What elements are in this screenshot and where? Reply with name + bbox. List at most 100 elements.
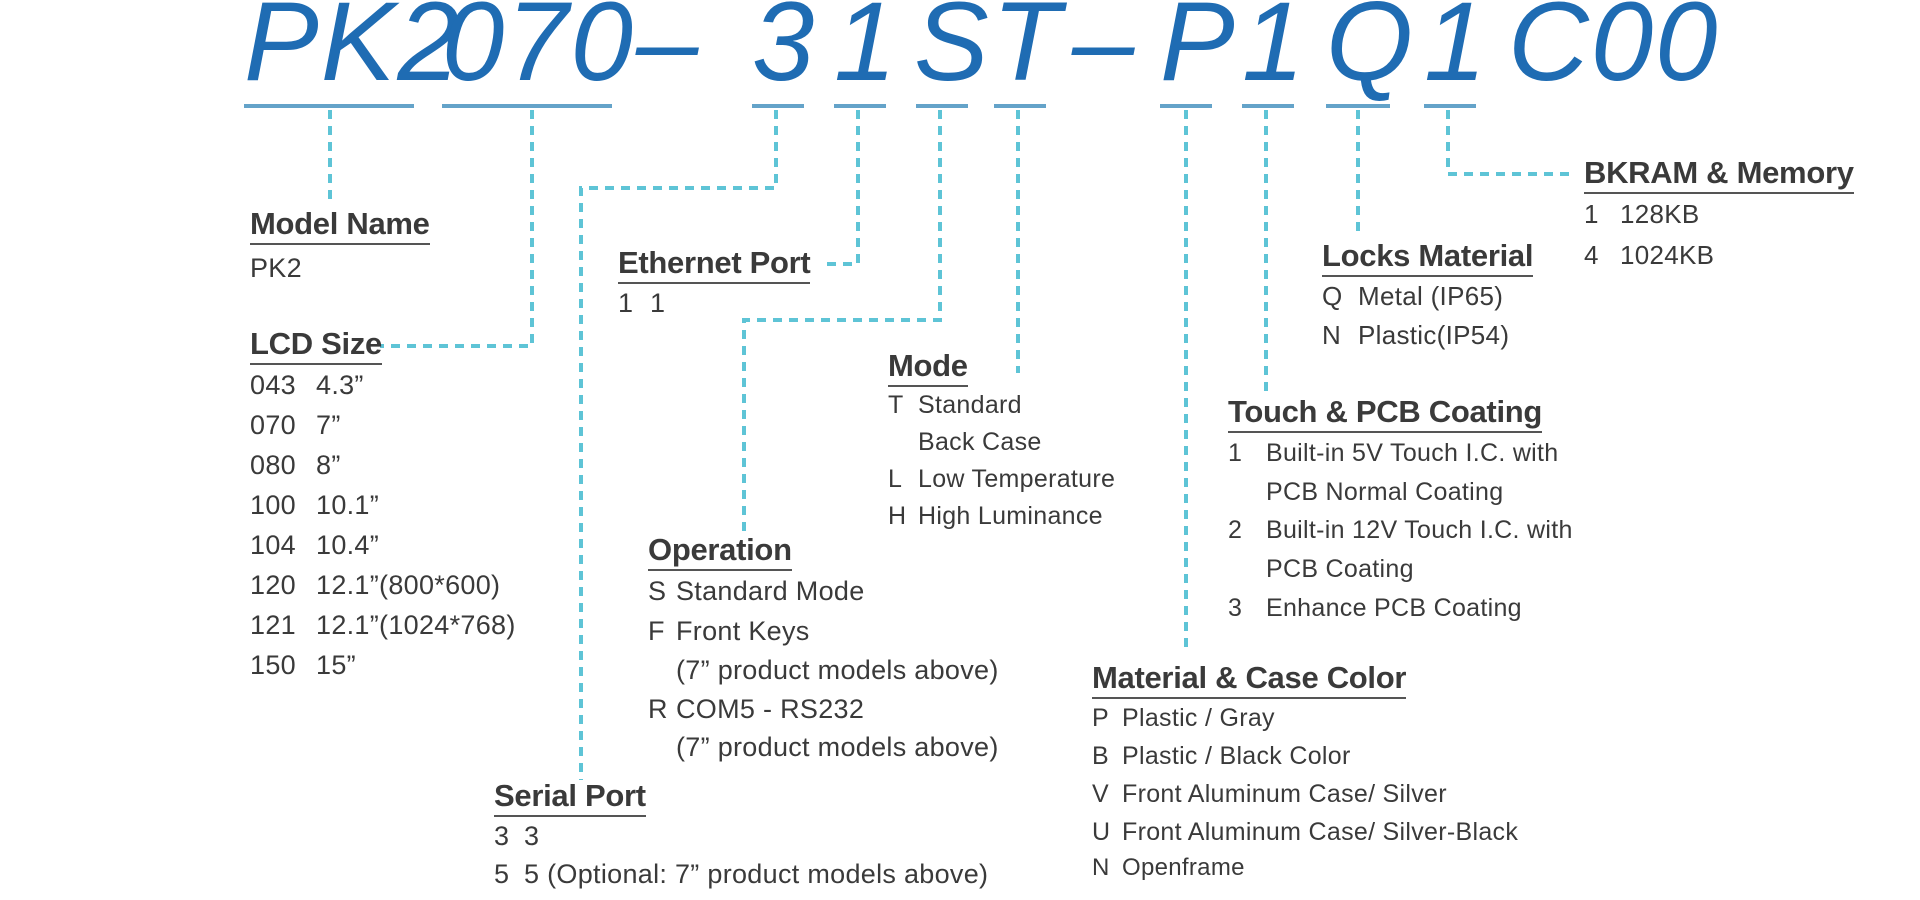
code-underline — [244, 104, 414, 108]
code-dash: – — [636, 0, 701, 104]
code-underline — [1326, 104, 1390, 108]
option-row: H High Luminance — [888, 498, 1115, 535]
option-row: S Standard Mode — [648, 571, 999, 611]
option-row: 3 Enhance PCB Coating — [1228, 588, 1573, 628]
option-row: (7” product models above) — [648, 651, 999, 689]
code-material-case-color: P — [1160, 0, 1237, 104]
option-code: 043 — [250, 370, 296, 400]
code-serial-port: 3 — [752, 0, 817, 104]
option-desc: 12.1”(800*600) — [316, 570, 501, 600]
option-row: U Front Aluminum Case/ Silver-Black — [1092, 813, 1518, 851]
option-code: 121 — [250, 610, 296, 640]
option-desc: Built-in 12V Touch I.C. with — [1266, 516, 1573, 544]
option-desc: 4.3” — [316, 370, 364, 400]
section-locks-material: Locks Material Q Metal (IP65) N Plastic(… — [1322, 238, 1533, 355]
option-row: 120 12.1”(800*600) — [250, 565, 516, 605]
section-title: Locks Material — [1322, 238, 1533, 277]
option-row: V Front Aluminum Case/ Silver — [1092, 775, 1518, 813]
option-desc: Plastic(IP54) — [1358, 320, 1510, 350]
option-desc: Built-in 5V Touch I.C. with — [1266, 439, 1559, 467]
option-row: 1 Built-in 5V Touch I.C. with — [1228, 433, 1573, 473]
connector-bkram-memory — [1446, 110, 1576, 176]
option-desc: Standard — [918, 391, 1022, 419]
option-desc: Front Aluminum Case/ Silver — [1122, 780, 1447, 808]
code-underline — [916, 104, 968, 108]
option-code: 080 — [250, 450, 296, 480]
option-code: N — [1092, 854, 1110, 881]
option-row: P Plastic / Gray — [1092, 699, 1518, 737]
option-code: 1 — [618, 288, 634, 318]
option-code: 100 — [250, 490, 296, 520]
option-code: 5 — [494, 859, 510, 889]
option-row: L Low Temperature — [888, 461, 1115, 498]
option-desc: Standard Mode — [676, 576, 865, 606]
option-row: Back Case — [888, 424, 1115, 461]
option-code: 1 — [1584, 199, 1599, 229]
option-row: N Plastic(IP54) — [1322, 316, 1533, 355]
option-row: 5 5 (Optional: 7” product models above) — [494, 855, 988, 893]
option-code — [1228, 550, 1266, 588]
option-desc: Back Case — [918, 428, 1042, 456]
option-code — [1228, 473, 1266, 511]
option-code: 3 — [1228, 594, 1243, 622]
option-desc: (7” product models above) — [676, 732, 999, 762]
section-title: Material & Case Color — [1092, 660, 1406, 699]
option-code: 120 — [250, 570, 296, 600]
code-underline — [834, 104, 886, 108]
section-touch-pcb-coating: Touch & PCB Coating 1 Built-in 5V Touch … — [1228, 394, 1573, 628]
option-desc: 1024KB — [1620, 240, 1715, 270]
option-code: H — [888, 502, 907, 530]
option-desc: Front Aluminum Case/ Silver-Black — [1122, 818, 1519, 846]
option-desc: 128KB — [1620, 199, 1700, 229]
option-code — [648, 651, 676, 689]
option-row: 2 Built-in 12V Touch I.C. with — [1228, 511, 1573, 550]
section-model-name: Model Name PK2 — [250, 206, 430, 287]
option-desc: 5 (Optional: 7” product models above) — [524, 859, 989, 889]
option-row: 080 8” — [250, 445, 516, 485]
section-title: BKRAM & Memory — [1584, 155, 1854, 194]
option-row: PCB Normal Coating — [1228, 473, 1573, 511]
option-desc: 10.1” — [316, 490, 380, 520]
option-code: 2 — [1228, 516, 1243, 544]
section-title: Serial Port — [494, 778, 646, 817]
option-row: 3 3 — [494, 817, 988, 855]
connector-lcd-size — [380, 110, 534, 348]
code-dash: – — [1072, 0, 1137, 104]
option-code: R — [648, 694, 668, 724]
option-desc: 12.1”(1024*768) — [316, 610, 516, 640]
option-row: PK2 — [250, 249, 430, 287]
option-code: N — [1322, 320, 1342, 350]
option-desc: (7” product models above) — [676, 655, 999, 685]
option-desc: High Luminance — [918, 502, 1103, 530]
option-code: V — [1092, 780, 1109, 808]
option-code: 3 — [494, 821, 510, 851]
option-code — [648, 729, 676, 765]
section-title: Model Name — [250, 206, 430, 245]
option-desc: Enhance PCB Coating — [1266, 594, 1522, 622]
code-underline — [1160, 104, 1212, 108]
option-code: U — [1092, 818, 1111, 846]
section-serial-port: Serial Port 3 3 5 5 (Optional: 7” produc… — [494, 778, 988, 893]
option-code: 070 — [250, 410, 296, 440]
option-row: PCB Coating — [1228, 550, 1573, 588]
option-row: 043 4.3” — [250, 365, 516, 405]
option-desc: Metal (IP65) — [1358, 281, 1504, 311]
option-row: B Plastic / Black Color — [1092, 737, 1518, 775]
option-row: N Openframe — [1092, 851, 1518, 885]
code-underline — [442, 104, 612, 108]
section-mode: Mode T Standard Back Case L Low Temperat… — [888, 348, 1115, 535]
option-row: 070 7” — [250, 405, 516, 445]
option-desc: 1 — [650, 288, 666, 318]
option-code: 104 — [250, 530, 296, 560]
connector-ethernet-port — [823, 110, 860, 266]
section-material-case-color: Material & Case Color P Plastic / Gray B… — [1092, 660, 1518, 885]
option-row: F Front Keys — [648, 611, 999, 651]
option-code: F — [648, 616, 665, 646]
option-code: 4 — [1584, 240, 1599, 270]
connector-operation — [742, 110, 942, 532]
option-desc: 15” — [316, 650, 356, 680]
code-suffix: C00 — [1508, 0, 1720, 104]
option-row: (7” product models above) — [648, 729, 999, 765]
connector-mode — [1016, 110, 1020, 373]
code-locks-material: Q — [1326, 0, 1416, 104]
